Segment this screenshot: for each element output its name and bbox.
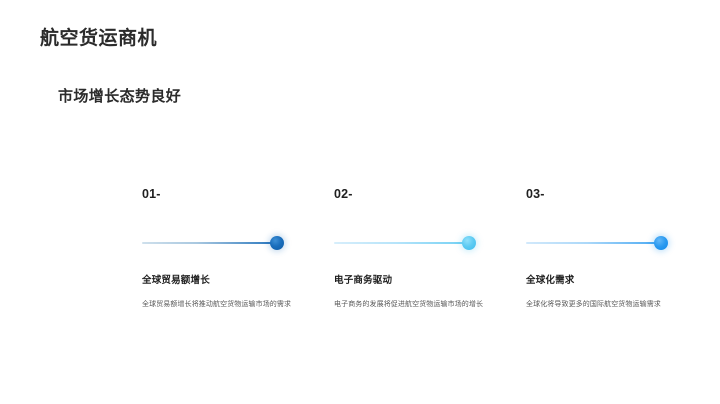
progress-track-3 <box>526 242 662 244</box>
feature-column-2: 02- 电子商务驱动 电子商务的发展将促进航空货物运输市场的增长 <box>334 188 526 311</box>
progress-track-1 <box>142 242 278 244</box>
progress-knob-1 <box>270 236 284 250</box>
progress-indicator-3 <box>526 233 668 253</box>
progress-track-2 <box>334 242 470 244</box>
progress-knob-2 <box>462 236 476 250</box>
column-body-3: 全球化将导致更多的国际航空货物运输需求 <box>526 301 661 309</box>
column-body-2: 电子商务的发展将促进航空货物运输市场的增长 <box>334 301 484 309</box>
progress-indicator-2 <box>334 233 476 253</box>
column-number-1: 01- <box>142 187 161 201</box>
progress-indicator-1 <box>142 233 284 253</box>
column-heading-1: 全球贸易额增长 <box>142 275 210 286</box>
feature-columns: 01- 全球贸易额增长 全球贸易额增长将推动航空货物运输市场的需求 02- 电子… <box>142 188 702 311</box>
column-heading-3: 全球化需求 <box>526 275 575 286</box>
page-subtitle: 市场增长态势良好 <box>58 88 182 105</box>
column-heading-2: 电子商务驱动 <box>334 275 393 286</box>
column-body-1: 全球贸易额增长将推动航空货物运输市场的需求 <box>142 301 292 309</box>
progress-knob-3 <box>654 236 668 250</box>
feature-column-3: 03- 全球化需求 全球化将导致更多的国际航空货物运输需求 <box>526 188 702 311</box>
column-number-3: 03- <box>526 187 545 201</box>
page-title: 航空货运商机 <box>40 28 158 49</box>
column-number-2: 02- <box>334 187 353 201</box>
feature-column-1: 01- 全球贸易额增长 全球贸易额增长将推动航空货物运输市场的需求 <box>142 188 334 311</box>
